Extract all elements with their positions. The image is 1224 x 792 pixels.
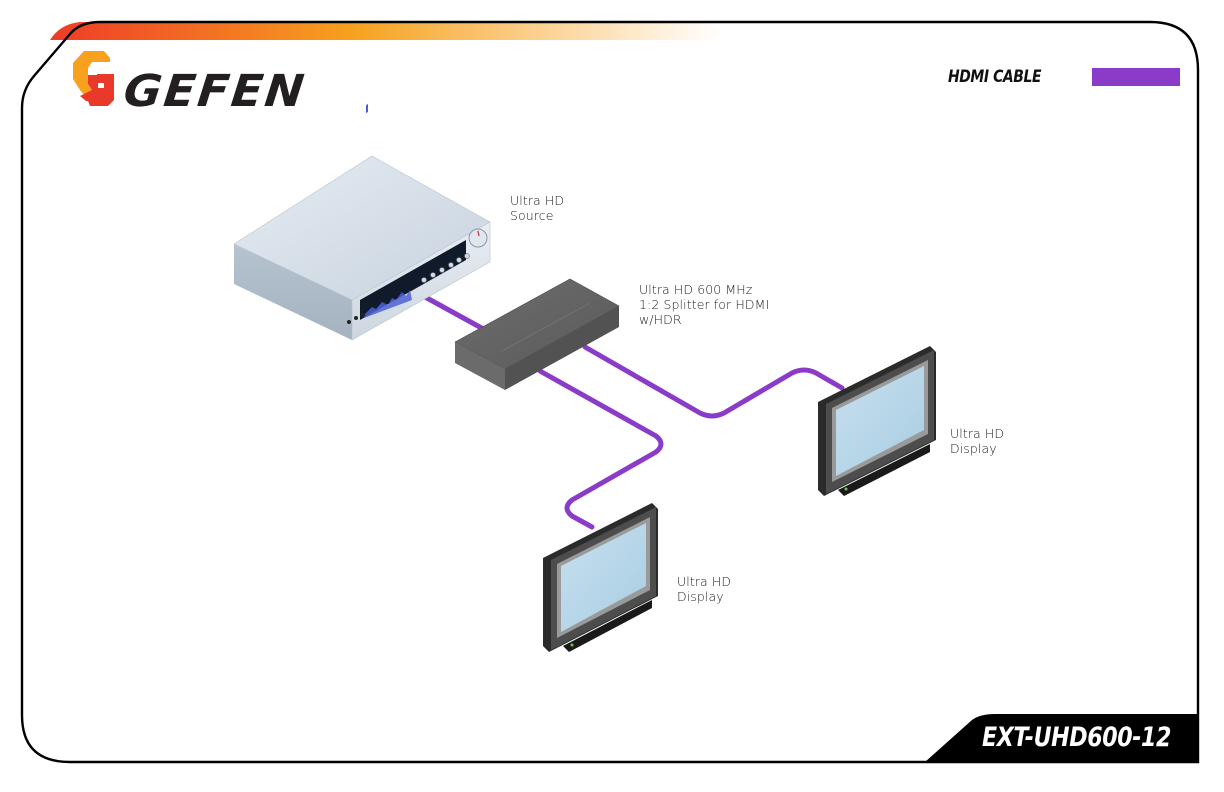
gefen-wordmark: GEFEN bbox=[121, 66, 309, 117]
cable-splitter-to-display1 bbox=[582, 344, 845, 419]
cable-source-to-splitter bbox=[413, 289, 490, 334]
legend-swatch-hdmi-cable bbox=[1092, 68, 1180, 86]
display-monitor-icon-right bbox=[818, 346, 936, 496]
gefen-logo-icon bbox=[73, 51, 114, 106]
av-receiver-icon bbox=[233, 104, 491, 341]
label-display-bottom: Ultra HD Display bbox=[677, 574, 732, 604]
header-gradient-band bbox=[50, 22, 720, 40]
footer-model-tab bbox=[925, 714, 1198, 762]
display-monitor-icon-bottom bbox=[543, 503, 658, 652]
cable-splitter-to-display2 bbox=[537, 368, 664, 530]
label-source: Ultra HD Source bbox=[510, 193, 565, 223]
legend-label-hdmi-cable: HDMI CABLE bbox=[948, 67, 1042, 87]
splitter-box-icon bbox=[454, 278, 620, 390]
frame-border bbox=[20, 20, 1200, 764]
label-splitter: Ultra HD 600 MHz 1:2 Splitter for HDMI w… bbox=[639, 282, 770, 327]
model-number: EXT-UHD600-12 bbox=[982, 722, 1172, 753]
hdmi-cables bbox=[413, 289, 845, 530]
label-display-right: Ultra HD Display bbox=[950, 426, 1005, 456]
